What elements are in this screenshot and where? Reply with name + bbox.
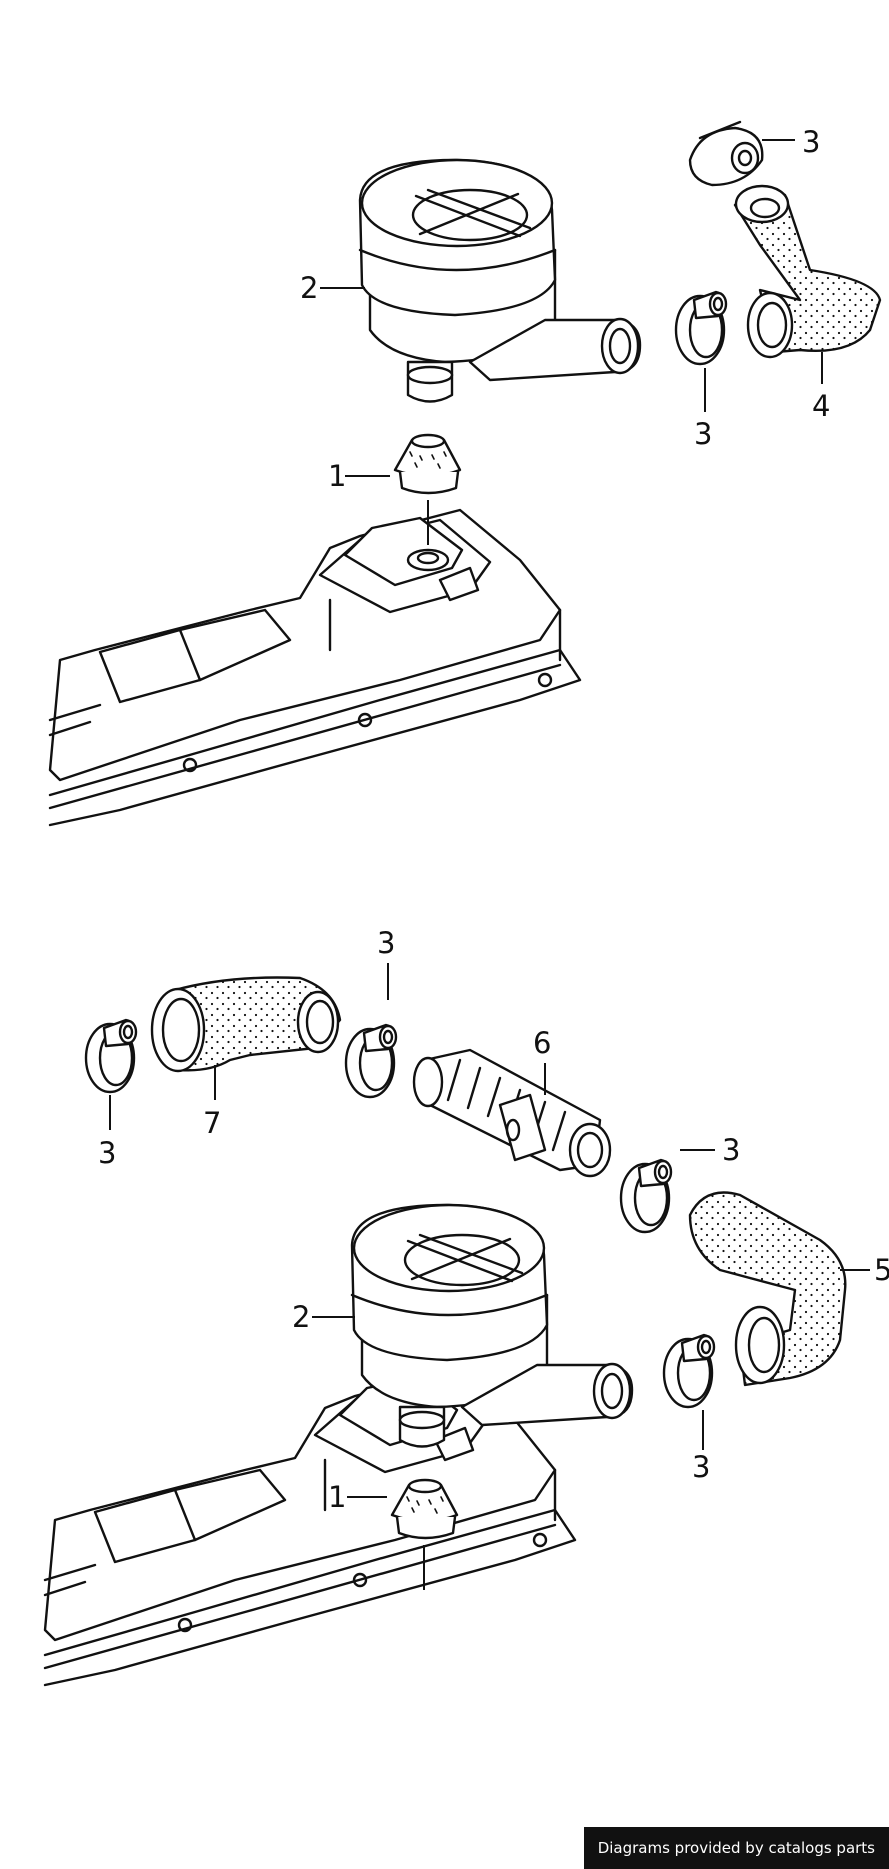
callout-5: 5 — [840, 1253, 889, 1287]
callout-label: 6 — [533, 1026, 551, 1060]
callout-3: 3 — [762, 125, 820, 159]
callout-label: 3 — [377, 926, 395, 960]
callout-7: 7 — [203, 1065, 221, 1140]
callout-label: 2 — [292, 1300, 310, 1334]
credit-text: Diagrams provided by catalogs parts — [597, 1839, 875, 1857]
callout-label: 2 — [300, 271, 318, 305]
callout-3: 3 — [692, 1410, 710, 1484]
hose-4 — [733, 184, 882, 359]
top-assembly: 1 2 3 3 4 — [48, 120, 882, 827]
callout-1: 1 — [328, 459, 390, 493]
callout-label: 3 — [98, 1136, 116, 1170]
clamp — [84, 1018, 138, 1094]
breather-canister — [358, 158, 642, 403]
callout-label: 1 — [328, 459, 346, 493]
callout-1: 1 — [328, 1480, 387, 1514]
callout-3: 3 — [98, 1095, 116, 1170]
callout-6: 6 — [533, 1026, 551, 1095]
clamp — [662, 1333, 716, 1409]
callout-label: 3 — [692, 1450, 710, 1484]
callout-label: 7 — [203, 1106, 221, 1140]
callout-3: 3 — [694, 368, 712, 451]
callout-2: 2 — [292, 1300, 355, 1334]
callout-4: 4 — [812, 352, 830, 423]
callout-label: 3 — [722, 1133, 740, 1167]
hose-7 — [150, 976, 342, 1073]
callout-label: 4 — [812, 389, 830, 423]
callout-3: 3 — [680, 1133, 740, 1167]
clamp — [344, 1023, 398, 1099]
diagram-credit-banner: Diagrams provided by catalogs parts — [583, 1827, 889, 1869]
valve-cover — [48, 508, 582, 827]
clamp — [688, 120, 764, 187]
clamp — [674, 290, 728, 366]
grommet — [393, 433, 462, 495]
callout-3: 3 — [377, 926, 395, 1000]
callout-label: 3 — [802, 125, 820, 159]
clamp — [619, 1158, 673, 1234]
hose-5 — [688, 1191, 847, 1387]
callout-label: 3 — [694, 417, 712, 451]
pcv-valve-6 — [412, 1048, 612, 1178]
bottom-assembly: 3 7 3 6 3 5 2 3 — [43, 926, 889, 1687]
callout-2: 2 — [300, 271, 365, 305]
callout-label: 1 — [328, 1480, 346, 1514]
callout-label: 5 — [874, 1253, 889, 1287]
